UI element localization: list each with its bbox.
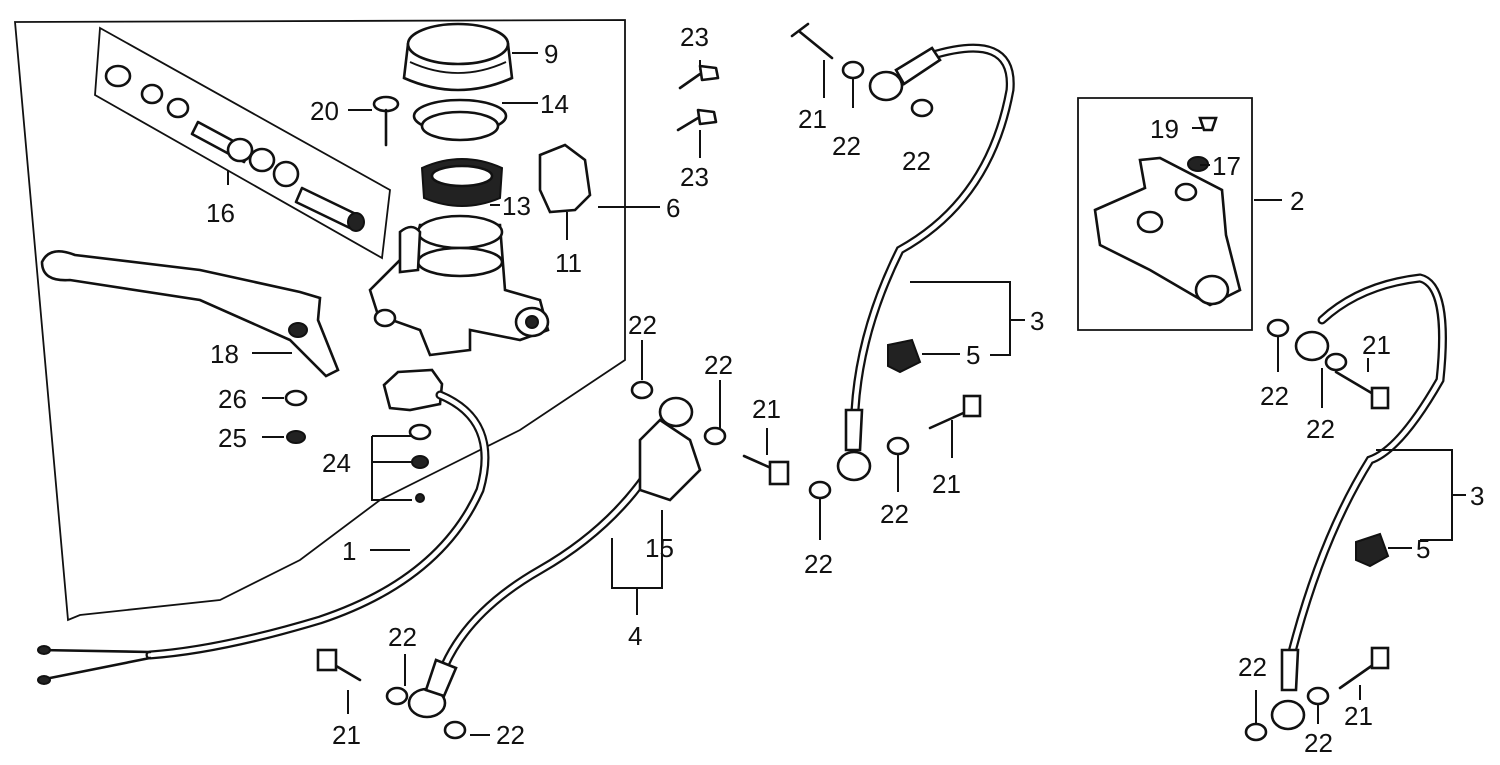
callout-25: 25: [218, 423, 247, 453]
piston-kit-parts: [104, 64, 365, 232]
diaphragm: [420, 158, 504, 207]
callout-5-right: 5: [1416, 534, 1430, 564]
callout-3-mid: 3: [1030, 306, 1044, 336]
callout-22-mid-d: 22: [804, 549, 833, 579]
callout-21-mid-a: 21: [752, 394, 781, 424]
callout-24: 24: [322, 448, 351, 478]
bleeder-bolts: [676, 64, 720, 132]
callout-23-top: 23: [680, 22, 709, 52]
callout-21-right-b: 21: [1344, 701, 1373, 731]
callout-9: 9: [544, 39, 558, 69]
callout-22-right-b: 22: [1306, 414, 1335, 444]
callout-numbers: 9 14 20 13 11 6 16 18 26 25 24 1 23 23 2…: [206, 22, 1484, 758]
hose-clip-right: [1355, 532, 1390, 568]
callout-3-right: 3: [1470, 481, 1484, 511]
brake-hose-upper: [407, 396, 702, 719]
callout-5-mid: 5: [966, 340, 980, 370]
callout-22-top-a: 22: [832, 131, 861, 161]
hose-clip-mid: [887, 338, 922, 374]
callout-21-mid-b: 21: [932, 469, 961, 499]
brake-hose-right: [1270, 273, 1447, 731]
callout-6: 6: [666, 193, 680, 223]
piston-kit-box: [94, 26, 391, 260]
callout-23-bottom: 23: [680, 162, 709, 192]
callout-22-top-b: 22: [902, 146, 931, 176]
callout-22-mid-b: 22: [704, 350, 733, 380]
callout-21-low: 21: [332, 720, 361, 750]
reservoir-screw: [372, 95, 400, 147]
brake-lever: [40, 250, 340, 378]
sealing-washers: [385, 60, 1348, 742]
callout-19: 19: [1150, 114, 1179, 144]
callout-22-right-a: 22: [1260, 381, 1289, 411]
callout-21-top: 21: [798, 104, 827, 134]
callout-22-mid-a: 22: [628, 310, 657, 340]
caliper-body: [1093, 116, 1242, 307]
reservoir-cap: [402, 22, 514, 92]
brake-light-switch: [37, 368, 490, 685]
callout-18: 18: [210, 339, 239, 369]
master-cylinder-body: [368, 214, 550, 357]
brake-hose-mid: [836, 43, 1015, 482]
callout-22-right-c: 22: [1238, 652, 1267, 682]
callout-22-low-a: 22: [388, 622, 417, 652]
callout-1: 1: [342, 536, 356, 566]
callout-11: 11: [555, 248, 582, 278]
callout-21-right-a: 21: [1362, 330, 1391, 360]
caliper-group-box: [1077, 97, 1253, 331]
callout-4: 4: [628, 621, 642, 651]
callout-26: 26: [218, 384, 247, 414]
holder-bracket: [538, 143, 592, 214]
callout-16: 16: [206, 198, 235, 228]
callout-14: 14: [540, 89, 569, 119]
callout-2: 2: [1290, 186, 1304, 216]
callout-20: 20: [310, 96, 339, 126]
callout-22-mid-c: 22: [880, 499, 909, 529]
banjo-bolts: [316, 22, 1390, 690]
callout-22-low-b: 22: [496, 720, 525, 750]
callout-15: 15: [645, 533, 674, 563]
callout-17: 17: [1212, 151, 1241, 181]
leader-lines: [227, 52, 1466, 736]
small-hardware: [284, 389, 432, 503]
callout-13: 13: [502, 191, 531, 221]
diaphragm-plate: [412, 98, 508, 142]
callout-22-right-d: 22: [1304, 728, 1333, 758]
